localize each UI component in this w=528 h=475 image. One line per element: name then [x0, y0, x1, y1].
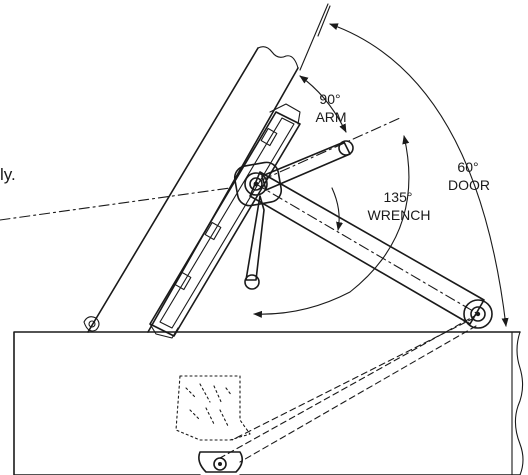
label-wrench-name: WRENCH: [368, 207, 431, 223]
closer-body: [149, 103, 301, 339]
bottom-pivot: [198, 451, 244, 473]
label-arm-angle: 90°: [319, 91, 340, 107]
label-door-name: DOOR: [448, 177, 490, 193]
label-arm-name: ARM: [315, 109, 346, 125]
reference-line-left: [0, 187, 231, 221]
arc-arm-inner: [331, 187, 344, 231]
reference-line-wrench: [261, 117, 401, 181]
hidden-lines: [219, 313, 479, 463]
label-wrench-angle: 135°: [384, 189, 413, 205]
label-cut-text: ly.: [0, 165, 16, 184]
door-angle-line: [299, 3, 329, 71]
hidden-bracket: [175, 375, 251, 441]
arm-position-135: [244, 195, 265, 290]
door-angle-line-ext: [317, 5, 331, 37]
arc-door-60: [329, 23, 509, 327]
frame-header: [13, 331, 524, 475]
label-door-angle: 60°: [457, 159, 478, 175]
main-arm: [249, 171, 485, 325]
